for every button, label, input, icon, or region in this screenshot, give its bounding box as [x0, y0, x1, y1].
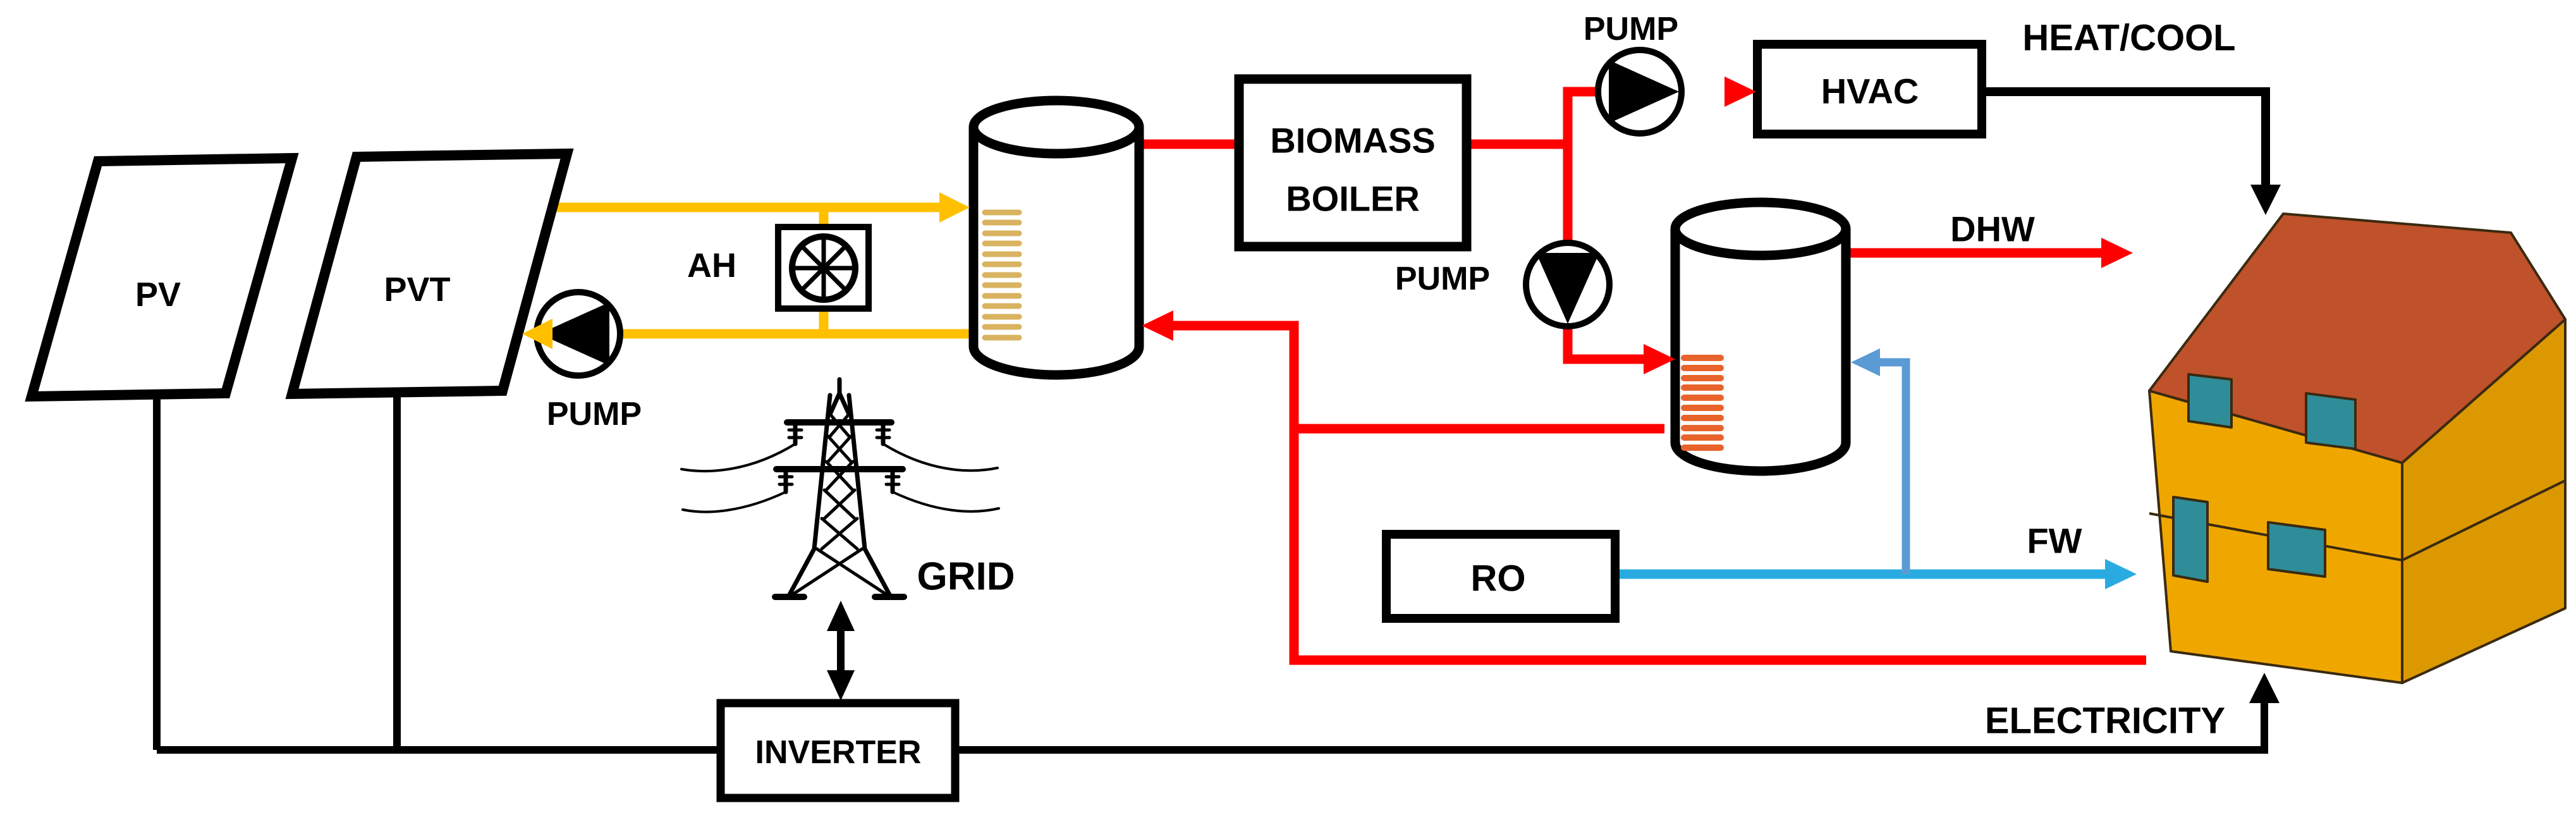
- house-roof: [2148, 212, 2567, 464]
- dhw-arrowhead: [2101, 238, 2133, 268]
- pump-solar-label: PUMP: [547, 396, 642, 432]
- buffer-tank-body: [968, 127, 1144, 380]
- house-window-lower: [2267, 521, 2326, 578]
- hvac-label: HVAC: [1821, 71, 1919, 111]
- house-floor-line: [2149, 479, 2566, 561]
- grid-label: GRID: [917, 555, 1015, 599]
- tank1-return-arrowhead: [1142, 310, 1173, 341]
- pump-dhw-rotor: [1536, 253, 1599, 324]
- dhw-tank-coil: [1681, 355, 1724, 451]
- tank2-fw-arrowhead: [1851, 348, 1880, 376]
- house: [2148, 212, 2567, 684]
- dhw-tank: [1670, 197, 1851, 476]
- dhw-label: DHW: [1950, 209, 2035, 249]
- pump-dhw: [1523, 240, 1613, 329]
- hvac-box: [1753, 40, 1986, 138]
- pv-label: PV: [135, 276, 181, 314]
- pvt-label: PVT: [384, 271, 450, 309]
- grid-tower-icon: [680, 377, 1000, 600]
- house-window-upper-right: [2305, 392, 2357, 450]
- house-window-upper-left: [2187, 373, 2233, 429]
- buffer-tank-coil: [982, 209, 1022, 341]
- inverter-label: INVERTER: [755, 734, 922, 771]
- fw-label: FW: [2027, 521, 2082, 561]
- return-line: [1169, 321, 2146, 665]
- buffer-tank-top: [968, 95, 1144, 159]
- pvt-panel: [285, 148, 574, 400]
- pump-hvac-rotor: [1609, 60, 1679, 123]
- ro-label: RO: [1471, 558, 1526, 599]
- solar-return-arrowhead: [522, 319, 552, 349]
- biomass-boiler-box: [1234, 74, 1472, 252]
- electricity-label: ELECTRICITY: [1985, 701, 2225, 742]
- heat-cool-line: [1982, 87, 2270, 187]
- heat-cool-label: HEAT/COOL: [2022, 18, 2235, 59]
- biomass-boiler-label-line1: BIOMASS: [1270, 121, 1435, 161]
- coil-supply-arrowhead: [1644, 344, 1675, 374]
- house-door: [2172, 496, 2209, 583]
- grid-link-down-arrowhead: [827, 670, 855, 701]
- electricity-main-line: [157, 682, 2268, 754]
- pump-dhw-label: PUMP: [1395, 261, 1490, 297]
- ro-box: [1382, 530, 1620, 623]
- pump-solar: [534, 289, 623, 379]
- electricity-arrowhead: [2249, 673, 2280, 703]
- heat-cool-arrowhead: [2250, 185, 2281, 215]
- grid-link-up-arrowhead: [827, 601, 855, 631]
- pump-solar-rotor: [539, 302, 609, 365]
- pump-hvac: [1595, 47, 1685, 137]
- fw-to-tank2-line: [1879, 358, 1910, 574]
- fw-arrowhead: [2105, 559, 2137, 589]
- hvac-supply-arrowhead: [1724, 77, 1756, 107]
- pump-hvac-label: PUMP: [1584, 11, 1678, 47]
- air-heater-label: AH: [687, 247, 736, 285]
- solar-supply-arrowhead: [939, 192, 970, 223]
- inverter-box: [716, 699, 960, 802]
- dhw-tank-top: [1670, 197, 1851, 261]
- fan-icon: [789, 233, 858, 303]
- biomass-boiler-label-line2: BOILER: [1286, 179, 1420, 219]
- buffer-tank: [968, 95, 1144, 380]
- pv-panel: [25, 152, 299, 402]
